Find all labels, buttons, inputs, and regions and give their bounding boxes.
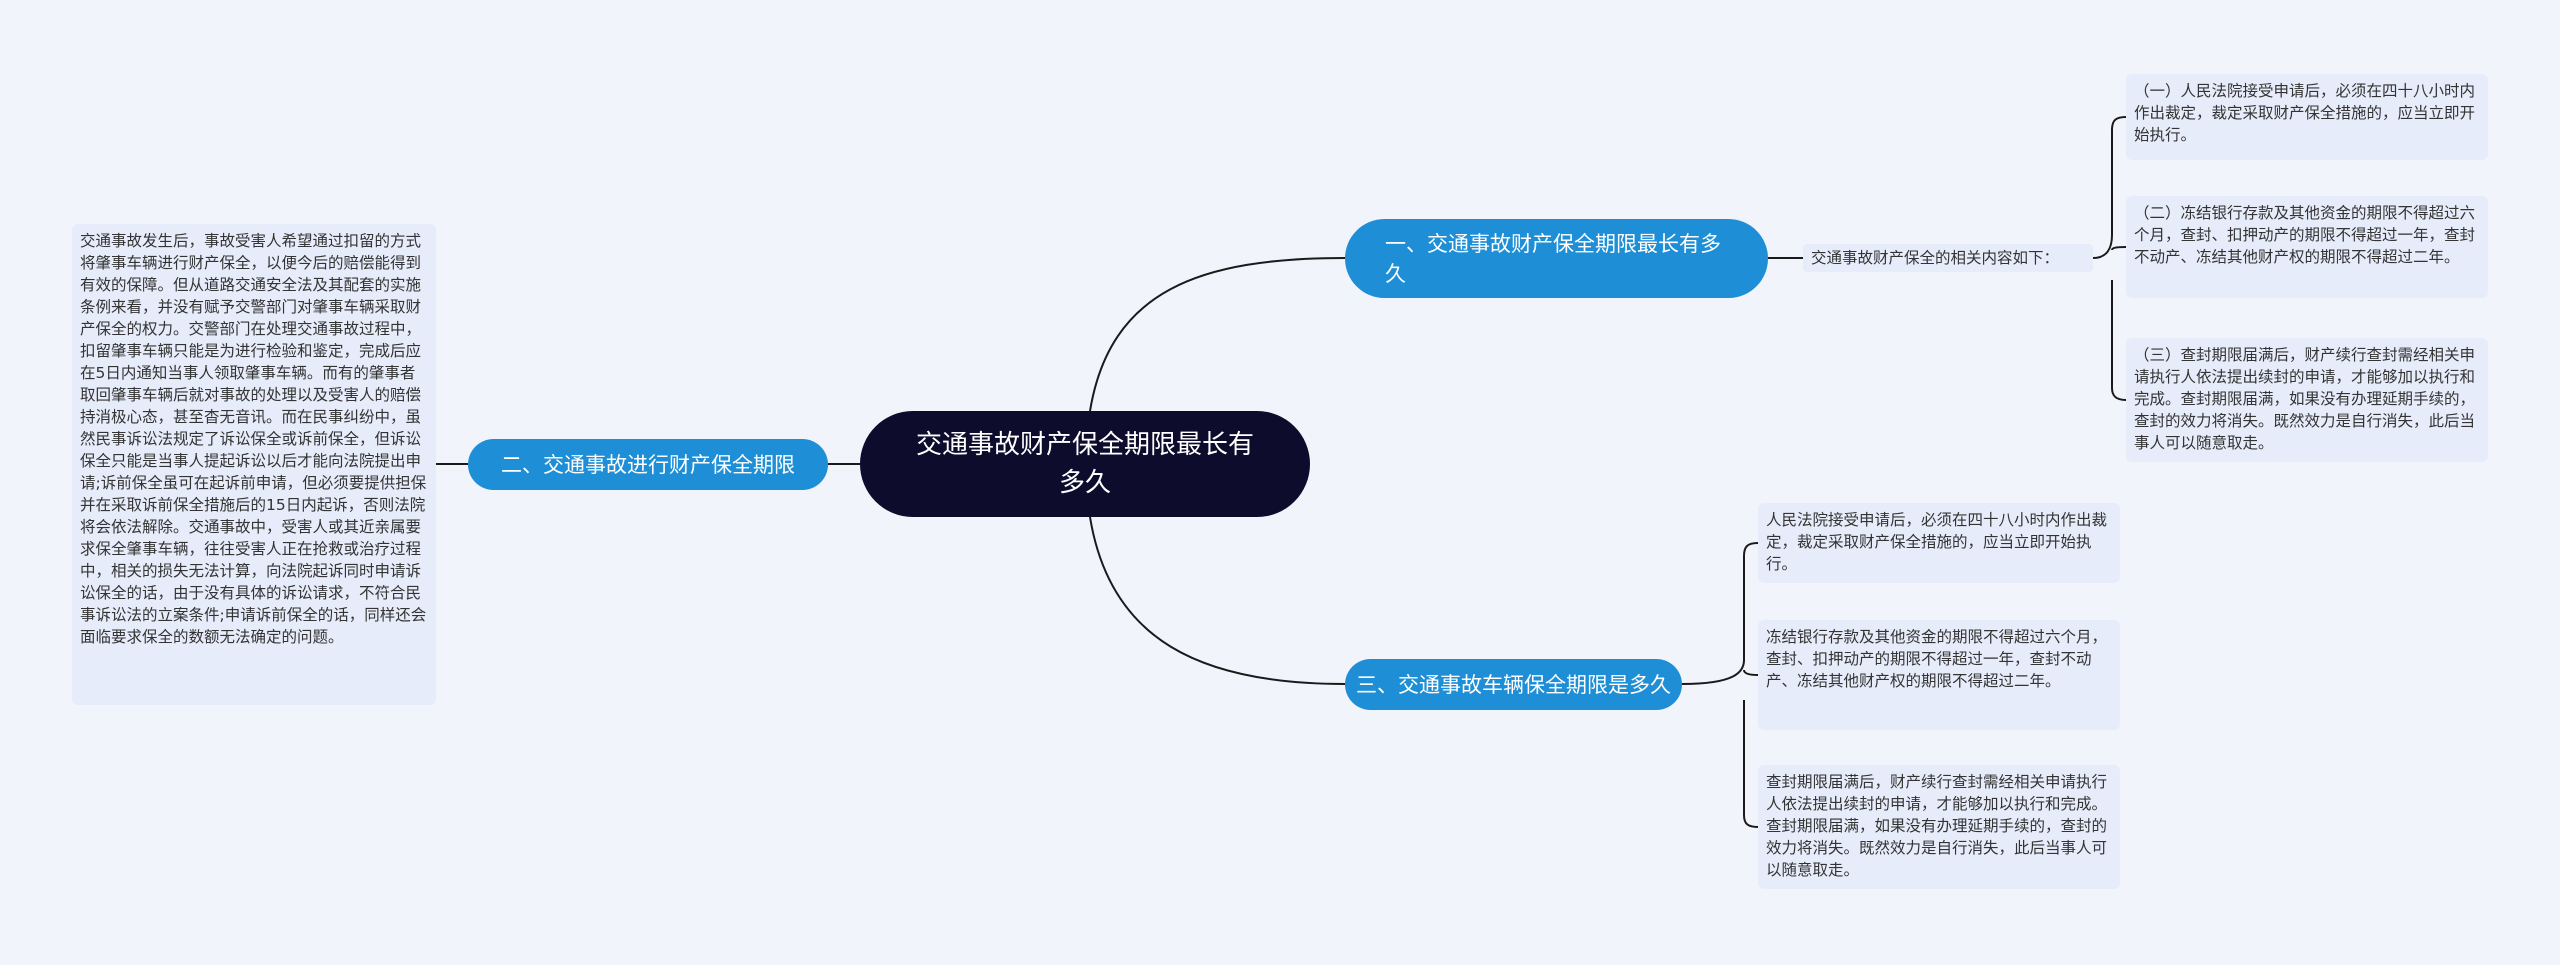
branch-label: 一、交通事故财产保全期限最长有多久 (1385, 231, 1721, 286)
branch-label: 二、交通事故进行财产保全期限 (501, 452, 795, 477)
leaf-text: 交通事故发生后，事故受害人希望通过扣留的方式将肇事车辆进行财产保全，以便今后的赔… (80, 232, 427, 646)
leaf-node[interactable]: 查封期限届满后，财产续行查封需经相关申请执行人依法提出续封的申请，才能够加以执行… (1758, 765, 2120, 889)
leaf-text: （一）人民法院接受申请后，必须在四十八小时内作出裁定，裁定采取财产保全措施的，应… (2134, 82, 2476, 144)
leaf-text: 查封期限届满后，财产续行查封需经相关申请执行人依法提出续封的申请，才能够加以执行… (1766, 773, 2108, 879)
leaf-node[interactable]: （三）查封期限届满后，财产续行查封需经相关申请执行人依法提出续封的申请，才能够加… (2126, 338, 2488, 462)
leaf-node[interactable]: 交通事故发生后，事故受害人希望通过扣留的方式将肇事车辆进行财产保全，以便今后的赔… (72, 224, 436, 705)
leaf-node[interactable]: 人民法院接受申请后，必须在四十八小时内作出裁定，裁定采取财产保全措施的，应当立即… (1758, 503, 2120, 583)
leaf-node[interactable]: 冻结银行存款及其他资金的期限不得超过六个月，查封、扣押动产的期限不得超过一年，查… (1758, 620, 2120, 730)
branch-label: 三、交通事故车辆保全期限是多久 (1356, 672, 1671, 697)
edge-root-branch3 (1089, 516, 1346, 685)
leaf-text: 冻结银行存款及其他资金的期限不得超过六个月，查封、扣押动产的期限不得超过一年，查… (1766, 628, 2108, 690)
branch-node-3[interactable]: 三、交通事故车辆保全期限是多久 (1345, 659, 1682, 710)
intro-label: 交通事故财产保全的相关内容如下： (1811, 249, 2060, 267)
root-label: 交通事故财产保全期限最长有多久 (915, 430, 1254, 498)
edge-intro-leaves (2092, 116, 2127, 401)
branch-node-1[interactable]: 一、交通事故财产保全期限最长有多久 (1345, 219, 1768, 298)
branch-node-2[interactable]: 二、交通事故进行财产保全期限 (468, 439, 828, 490)
leaf-node[interactable]: （二）冻结银行存款及其他资金的期限不得超过六个月，查封、扣押动产的期限不得超过一… (2126, 196, 2488, 298)
leaf-text: 人民法院接受申请后，必须在四十八小时内作出裁定，裁定采取财产保全措施的，应当立即… (1766, 511, 2108, 573)
leaf-node[interactable]: （一）人民法院接受申请后，必须在四十八小时内作出裁定，裁定采取财产保全措施的，应… (2126, 74, 2488, 160)
root-node[interactable]: 交通事故财产保全期限最长有多久 (860, 411, 1310, 517)
leaf-text: （二）冻结银行存款及其他资金的期限不得超过六个月，查封、扣押动产的期限不得超过一… (2134, 204, 2476, 266)
intro-node[interactable]: 交通事故财产保全的相关内容如下： (1803, 244, 2093, 272)
edge-branch3-leaves (1681, 542, 1759, 828)
leaf-text: （三）查封期限届满后，财产续行查封需经相关申请执行人依法提出续封的申请，才能够加… (2134, 346, 2476, 452)
edge-root-branch1 (1089, 257, 1346, 412)
